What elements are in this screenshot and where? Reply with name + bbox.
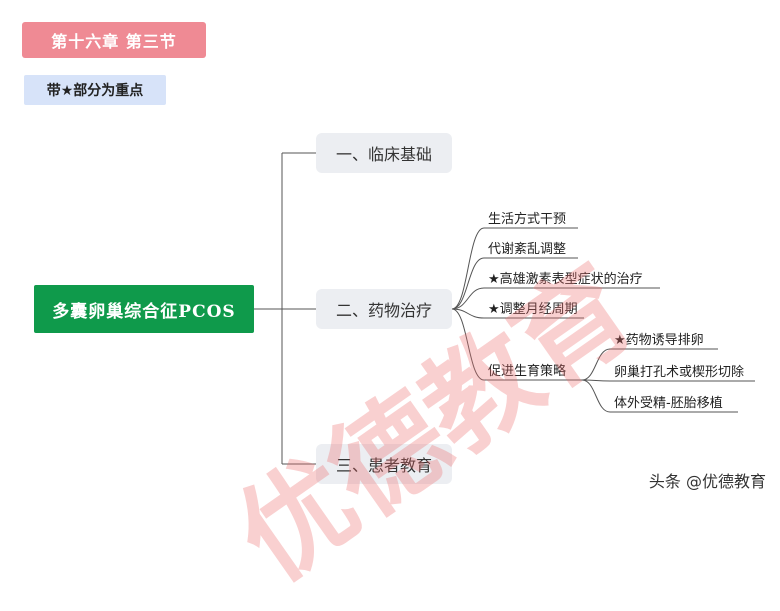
branch-patient-education[interactable]: 三、患者教育 (316, 444, 452, 484)
connector-drug-2 (451, 257, 578, 310)
connector-fert-2 (581, 379, 755, 382)
leaf-metabolic-adjustment[interactable]: 代谢紊乱调整 (488, 241, 567, 257)
leaf-fertility-strategy[interactable]: 促进生育策略 (488, 363, 567, 379)
branch-clinical-basis[interactable]: 一、临床基础 (316, 133, 452, 173)
connector-fert-3 (581, 379, 738, 413)
leaf-ivf-et[interactable]: 体外受精-胚胎移植 (614, 395, 723, 411)
connector-drug-1 (451, 227, 578, 310)
branch-drug-treatment[interactable]: 二、药物治疗 (316, 289, 452, 329)
root-topic[interactable]: 多囊卵巢综合征PCOS (34, 285, 254, 333)
leaf-ovarian-drilling[interactable]: 卵巢打孔术或楔形切除 (614, 364, 745, 380)
legend-note: 带★部分为重点 (24, 75, 166, 105)
leaf-menstrual-cycle[interactable]: ★调整月经周期 (488, 301, 578, 317)
connector-drug-5 (451, 308, 582, 381)
chapter-label: 第十六章 第三节 (22, 22, 206, 58)
mindmap-connectors (254, 152, 755, 465)
connector-fert-1 (581, 348, 718, 381)
leaf-ovulation-induction[interactable]: ★药物诱导排卵 (614, 332, 704, 348)
connector-drug-3 (451, 287, 660, 310)
leaf-lifestyle-intervention[interactable]: 生活方式干预 (488, 211, 567, 227)
connector-drug-4 (451, 308, 584, 319)
leaf-hyperandrogen-treatment[interactable]: ★高雄激素表型症状的治疗 (488, 271, 643, 287)
credit-text: 头条 @优德教育 (648, 472, 766, 491)
